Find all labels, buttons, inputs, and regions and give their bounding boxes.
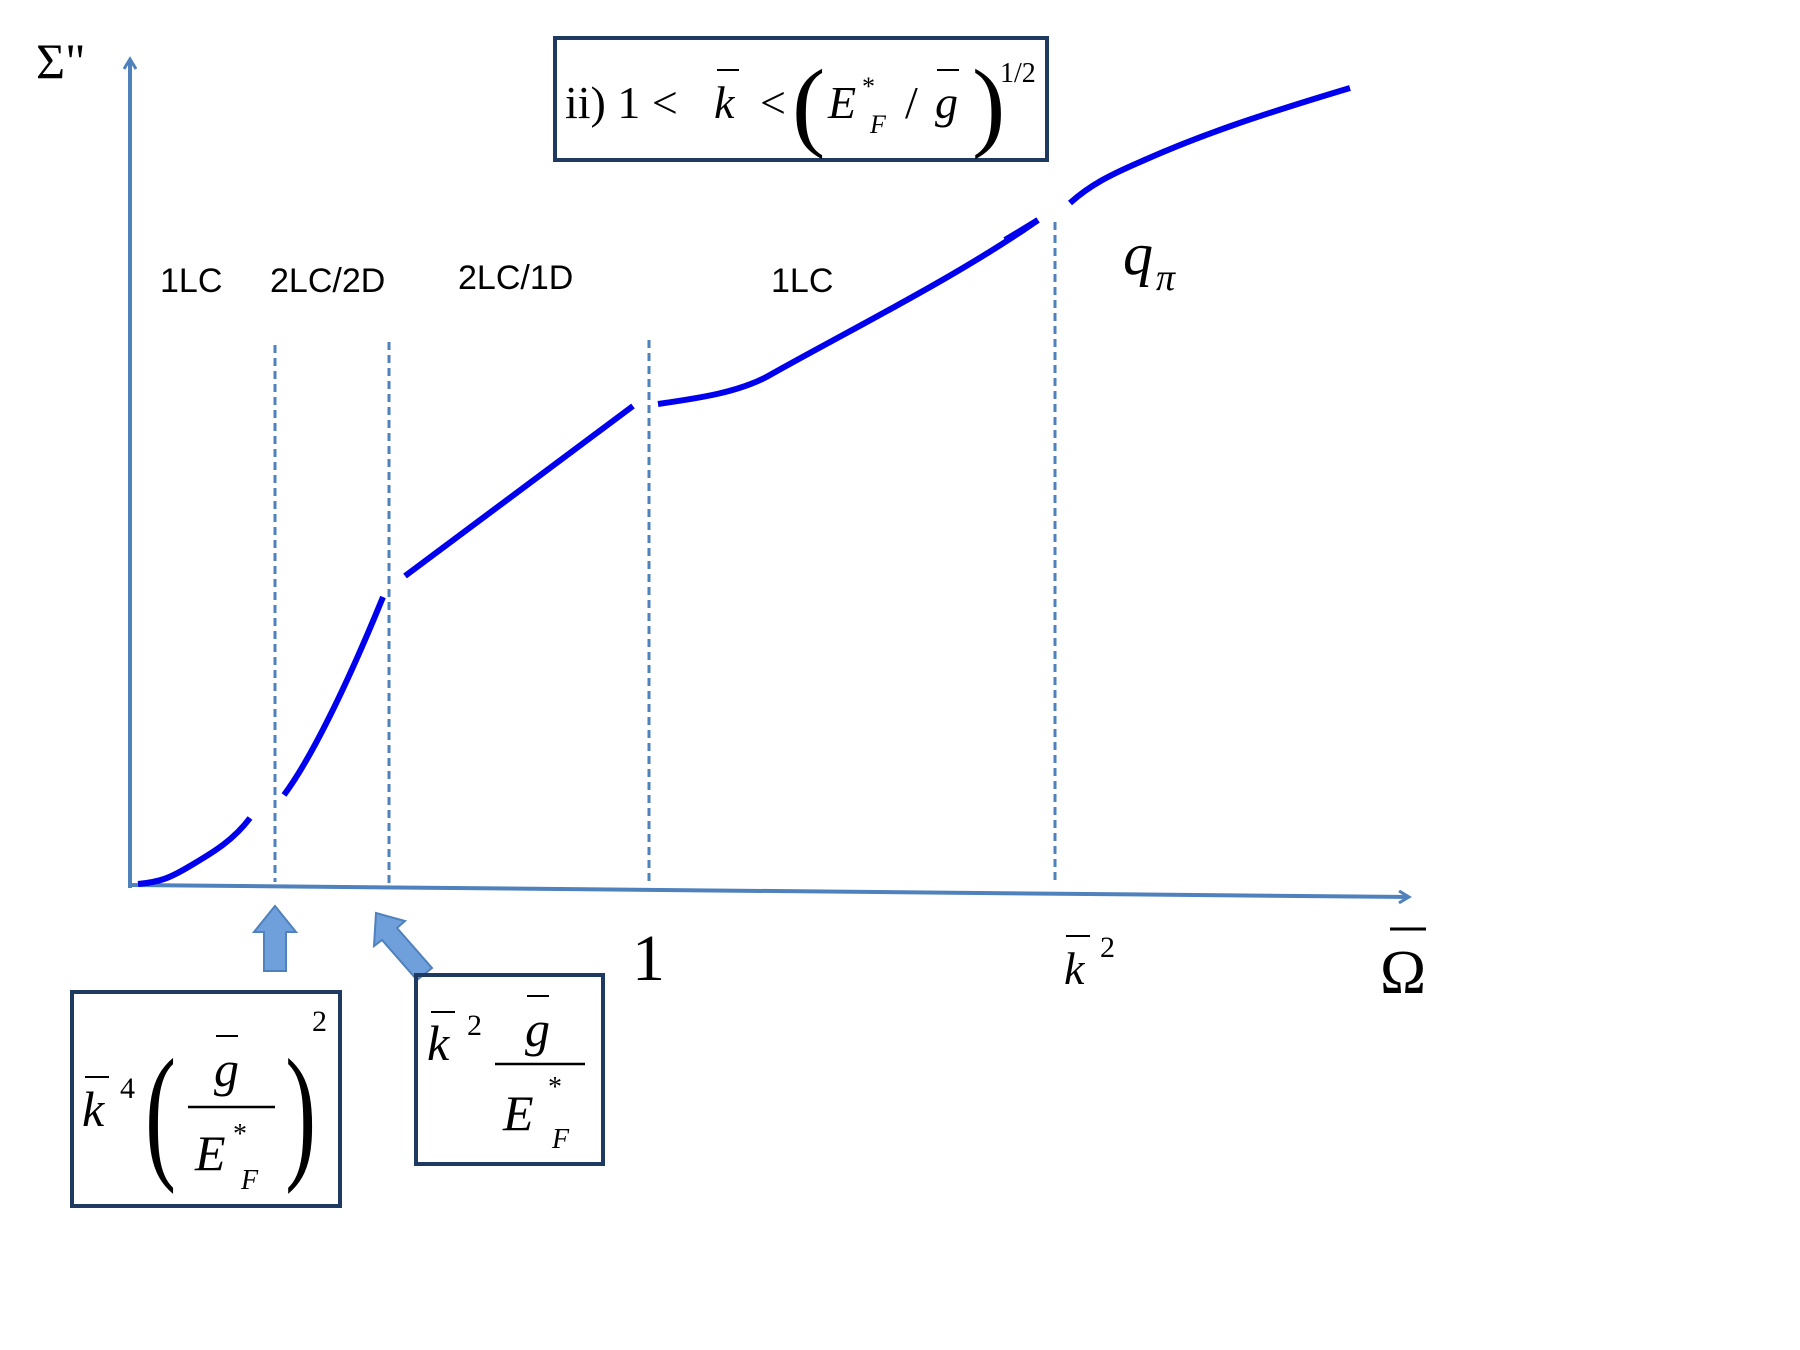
region-label-1lc-right: 1LC — [771, 262, 833, 300]
region-label-2lc-2d: 2LC/2D — [270, 262, 385, 300]
y-axis-label: Σ" — [36, 33, 86, 89]
curve-segment-5 — [1003, 217, 1040, 243]
svg-text:F: F — [240, 1165, 259, 1196]
svg-text:g: g — [525, 1001, 550, 1057]
x-axis — [129, 883, 1408, 897]
q-pi-label: q π — [1123, 221, 1176, 299]
svg-text:/: / — [905, 77, 918, 128]
svg-text:g: g — [935, 77, 958, 128]
svg-text:*: * — [233, 1119, 247, 1150]
curve-segment-6 — [1067, 85, 1351, 206]
svg-text:(: ( — [792, 49, 825, 160]
formula-box-right: k 2 g E * F — [414, 973, 605, 1166]
svg-text:E: E — [827, 77, 856, 128]
svg-text:(: ( — [145, 1029, 176, 1195]
svg-text:k: k — [1064, 943, 1086, 994]
curve-segment-1 — [137, 816, 253, 887]
svg-text:2: 2 — [1100, 931, 1115, 964]
svg-text:q: q — [1123, 221, 1153, 287]
svg-text:): ) — [285, 1029, 316, 1195]
svg-text:Ω: Ω — [1380, 939, 1426, 1007]
svg-text:E: E — [194, 1125, 226, 1181]
tick-label-k-squared: k 2 — [1064, 931, 1115, 994]
arrow-diagonal-right-box — [372, 911, 434, 982]
condition-box: ii) 1 < k < ( E * F / g ) 1/2 — [553, 36, 1049, 162]
svg-text:k: k — [427, 1015, 450, 1071]
svg-text:2: 2 — [312, 1005, 327, 1038]
svg-text:*: * — [862, 72, 875, 101]
formula-box-left: k 4 ( g E * F ) 2 — [70, 990, 342, 1208]
svg-text:<: < — [760, 77, 786, 128]
svg-text:1/2: 1/2 — [1000, 58, 1036, 89]
curve-segment-4 — [657, 217, 1040, 407]
svg-text:k: k — [82, 1081, 105, 1137]
region-label-1lc-left: 1LC — [160, 262, 222, 300]
svg-text:g: g — [214, 1041, 239, 1097]
svg-text:2: 2 — [467, 1009, 482, 1042]
svg-text:k: k — [714, 77, 736, 128]
svg-text:*: * — [548, 1072, 562, 1103]
curve-segment-2 — [281, 595, 386, 797]
svg-text:ii) 1 <: ii) 1 < — [565, 77, 678, 128]
curve-segment-3 — [403, 403, 635, 579]
arrow-up-left-box — [251, 904, 299, 972]
svg-text:F: F — [869, 110, 887, 139]
svg-text:π: π — [1156, 257, 1176, 299]
svg-text:4: 4 — [120, 1072, 135, 1105]
self-energy-curve — [137, 85, 1351, 887]
svg-text:): ) — [972, 49, 1005, 160]
svg-text:E: E — [502, 1085, 534, 1141]
tick-label-one: 1 — [632, 922, 665, 995]
region-label-2lc-1d: 2LC/1D — [458, 259, 573, 297]
svg-text:F: F — [551, 1124, 570, 1155]
x-axis-label: Ω — [1380, 927, 1426, 1007]
